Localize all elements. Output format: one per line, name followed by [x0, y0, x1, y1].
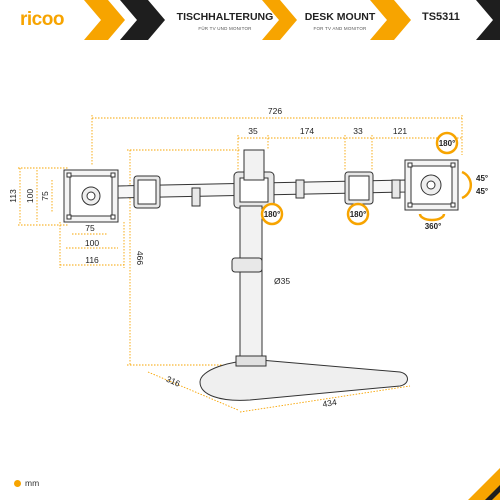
- title-english: DESK MOUNT: [304, 11, 376, 23]
- dim-arm-clamp: 35: [248, 126, 258, 136]
- rot-tilt-up: 45°: [476, 174, 488, 183]
- rot-swivel: 360°: [425, 222, 442, 231]
- rotate-right-arm-icon: [346, 202, 370, 226]
- dim-vesa-width-inner: 100: [85, 238, 99, 248]
- right-end-clip: [391, 179, 401, 199]
- rot-right-arm: 180°: [350, 210, 367, 219]
- dim-pole-height: 466: [135, 251, 145, 265]
- rot-tilt-down: 45°: [476, 187, 488, 196]
- subtitle-english: FOR TV AND MONITOR: [313, 26, 367, 31]
- dim-total-width: 726: [268, 106, 282, 116]
- dim-base-depth: 316: [165, 374, 182, 389]
- rotate-left-arm-icon: [260, 202, 284, 226]
- corner-decoration: [468, 468, 500, 500]
- dim-vesa-height-small: 75: [40, 191, 50, 201]
- right-cable-clip: [295, 179, 305, 199]
- header-chevron-dark-right: [476, 0, 500, 40]
- dim-arm-gap: 174: [300, 126, 314, 136]
- pole-cable-clip: [231, 257, 263, 273]
- footer: mm: [14, 478, 39, 488]
- dim-vesa-width-outer: 116: [85, 255, 99, 265]
- header-chevron-accent-left: [84, 0, 125, 40]
- rotate-top-right-icon: [435, 131, 459, 155]
- left-vesa-plate: [63, 169, 119, 223]
- header-decoration: [84, 0, 500, 40]
- header: ricoo TISCHHALTERUNG FÜR TV UND MONITOR …: [0, 0, 500, 40]
- rot-top-right: 180°: [439, 139, 456, 148]
- rot-left-arm: 180°: [264, 210, 281, 219]
- dim-vesa-height-inner: 100: [25, 189, 35, 203]
- mount-drawing: [63, 149, 459, 401]
- dim-arm-clamp-right: 33: [353, 126, 363, 136]
- dimension-lines: [18, 115, 463, 413]
- subtitle-german: FÜR TV UND MONITOR: [198, 26, 252, 31]
- brand-logo: ricoo: [20, 9, 64, 30]
- title-german: TISCHHALTERUNG: [176, 11, 274, 23]
- base: [199, 359, 408, 401]
- pole: [239, 205, 263, 357]
- unit-label: mm: [25, 478, 40, 488]
- right-vesa-plate: [404, 159, 459, 211]
- dimension-labels: 726 35 174 33 121 113 100 75 75 100 116 …: [8, 106, 407, 409]
- unit-dot-icon: [14, 479, 21, 487]
- dim-vesa-height-outer: 113: [8, 189, 18, 203]
- dim-vesa-width-small: 75: [85, 223, 95, 233]
- model-number: TS5311: [422, 11, 460, 23]
- dim-base-width: 434: [322, 397, 338, 409]
- header-chevron-accent-mid: [262, 0, 297, 40]
- header-chevron-accent-right: [370, 0, 411, 40]
- tilt-arc-icon: [461, 170, 472, 200]
- dim-pole-diameter: Ø35: [274, 276, 290, 286]
- swivel-arc-icon: [418, 213, 446, 222]
- header-chevron-dark-left: [120, 0, 165, 40]
- pole-top: [243, 149, 265, 181]
- dim-arm-end: 121: [393, 126, 407, 136]
- left-cable-clip: [191, 187, 201, 207]
- rotation-indicators: 180° 180° 180° 45° 45° 360°: [260, 131, 488, 231]
